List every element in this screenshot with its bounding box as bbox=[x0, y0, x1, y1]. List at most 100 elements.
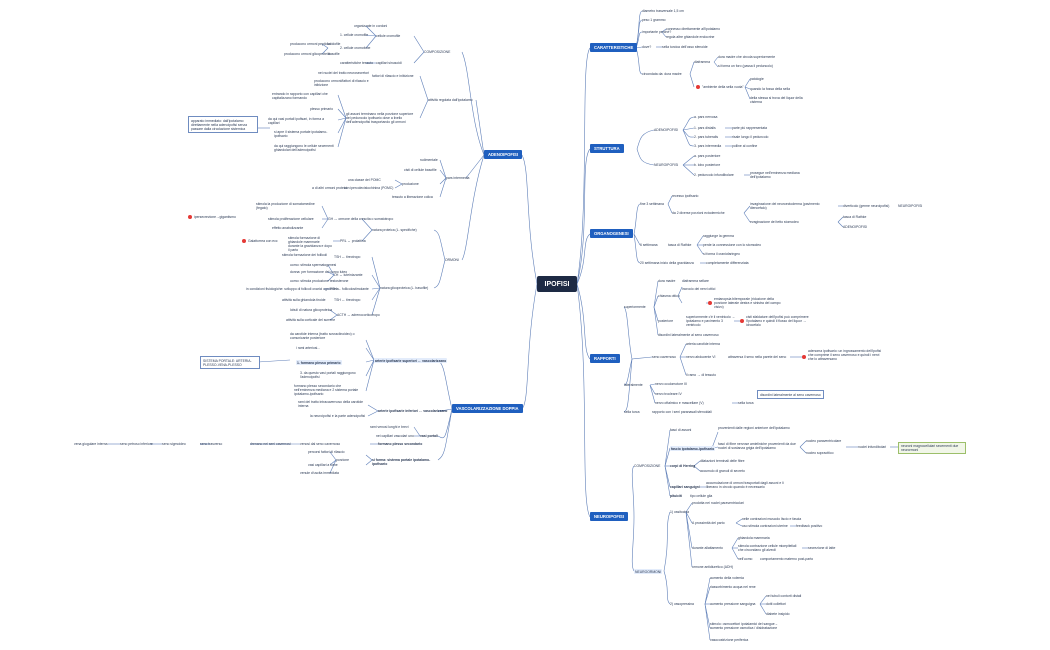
node[interactable]: importante perché? bbox=[642, 30, 672, 34]
node[interactable]: a. pars nervosa bbox=[694, 115, 718, 119]
node[interactable]: disordini lateralmente al seno cavernoso bbox=[658, 333, 719, 337]
node[interactable]: organizzate in cordoni bbox=[354, 24, 388, 28]
branch-vascolarizzazione[interactable]: VASCOLARIZZAZIONE DOPPIA bbox=[452, 404, 523, 413]
node[interactable]: si apre il sistema portale ipotalamo-ipo… bbox=[274, 130, 328, 138]
node[interactable]: a di altri ormoni proteici bbox=[312, 186, 348, 190]
node[interactable]: venule d'uscita immediata bbox=[300, 471, 339, 475]
node[interactable]: NEUROORMONI bbox=[634, 569, 663, 574]
node[interactable]: Galattorrea con ecc bbox=[248, 239, 278, 243]
node[interactable]: diaframma bbox=[694, 60, 711, 64]
node[interactable]: vasi portali bbox=[420, 434, 438, 438]
node[interactable]: dove? bbox=[642, 45, 652, 49]
node[interactable]: stimolo: osmocettori ipotalamici del san… bbox=[710, 622, 779, 630]
node[interactable]: uomo: stimola produzione testosterone bbox=[290, 279, 349, 283]
node[interactable]: dilatazioni terminali delle fibre bbox=[700, 459, 745, 463]
node[interactable]: sella turca bbox=[624, 410, 640, 414]
node[interactable]: 20 settimana inizio della gravidanza bbox=[640, 261, 694, 265]
node[interactable]: da qui raggiungono le cellule secernenti… bbox=[274, 144, 334, 152]
node[interactable]: stimola la produzione di somatomedine (f… bbox=[256, 202, 315, 210]
node[interactable]: evaginazione del tetto stomodeo bbox=[750, 220, 799, 224]
node[interactable]: caratteristiche tessuto bbox=[340, 61, 373, 65]
node[interactable]: prodotta nei nuclei paraventricolari bbox=[692, 501, 744, 505]
node[interactable]: 3. da questo vasi portali raggiungono l'… bbox=[300, 371, 356, 379]
node[interactable]: nei tubuli contorti distali bbox=[766, 594, 802, 598]
node[interactable]: 2. pars tuberalis bbox=[694, 135, 719, 139]
node[interactable]: il ramo → di tessuto bbox=[686, 373, 716, 377]
node[interactable]: 3. pars intermedia bbox=[694, 144, 722, 148]
node[interactable]: uso stimola contrazioni uterine bbox=[742, 524, 788, 528]
node[interactable]: stimola contrazione cellule mioepitelial… bbox=[738, 544, 797, 552]
node[interactable]: fattori di rilascio e inibizione bbox=[372, 74, 414, 78]
branch-neuroipofisi[interactable]: NEUROIPOFISI bbox=[590, 512, 629, 521]
node[interactable]: sella turcica dell'osso sfenoide bbox=[662, 45, 708, 49]
node[interactable]: dotti collettori bbox=[766, 602, 786, 606]
node[interactable]: aumento pressione sanguigna bbox=[710, 602, 756, 606]
node[interactable]: natura glicoproteica (L. basofile) bbox=[380, 286, 429, 290]
node[interactable]: tipo cellule glia bbox=[690, 494, 713, 498]
node[interactable]: formano plesso secondario bbox=[378, 442, 423, 446]
node[interactable]: patologie bbox=[750, 77, 764, 81]
node[interactable]: tasca di Rathke bbox=[843, 215, 867, 219]
node[interactable]: invaginazione del neuroectoderma (pavime… bbox=[750, 202, 820, 210]
node[interactable]: a. pars posteriore bbox=[694, 154, 721, 158]
branch-rapporti[interactable]: RAPPORTI bbox=[590, 354, 620, 363]
node[interactable]: natura proteica (L. specifiche) bbox=[372, 228, 417, 232]
node[interactable]: nell'uomo bbox=[738, 557, 753, 561]
node[interactable]: fasci di assoni bbox=[670, 428, 692, 432]
node[interactable]: producono ormoni/fattori di rilascio e i… bbox=[314, 79, 369, 87]
node[interactable]: ipersecrezione→gigantismo bbox=[194, 215, 236, 219]
node[interactable]: rami venosi lunghi e brevi bbox=[370, 425, 409, 429]
node[interactable]: attività regolata dall'ipotalamo bbox=[428, 98, 473, 102]
node[interactable]: i rami arteriosi... bbox=[296, 346, 321, 350]
node[interactable]: ormone antidiuretico (ADH) bbox=[692, 565, 734, 569]
node[interactable]: formano plesso secondario che nell'emine… bbox=[294, 384, 359, 396]
node[interactable]: arterie ipofisarie superiori ↔ vascolari… bbox=[374, 358, 448, 363]
node[interactable]: entrando in rapporto con capillari che c… bbox=[272, 92, 328, 100]
node[interactable]: NEUROIPOFISI bbox=[898, 204, 923, 208]
node[interactable]: lateralmente bbox=[624, 383, 643, 387]
node[interactable]: si forma un foro (passa il peduncolo) bbox=[718, 64, 773, 68]
node[interactable]: fascio ipotalamo-ipofisario bbox=[670, 446, 716, 451]
node[interactable]: emianopsia bitemporale (riduzione della … bbox=[714, 297, 781, 309]
node[interactable]: effetto anabolizzante bbox=[272, 226, 304, 230]
node[interactable]: nelle contrazioni muscolo liscio e fasci… bbox=[742, 517, 802, 521]
node[interactable]: seno cavernoso bbox=[652, 355, 676, 359]
node[interactable]: acidofile bbox=[328, 42, 341, 46]
node[interactable]: stimola formazione dei follicoli bbox=[282, 253, 328, 257]
node[interactable]: basofile bbox=[328, 52, 340, 56]
node[interactable]: raggiunge la gemma bbox=[703, 234, 734, 238]
node[interactable]: nucleo sopraottico bbox=[806, 451, 834, 455]
note-box[interactable]: neuroni magnocellulari secernenti due ne… bbox=[898, 442, 966, 454]
node[interactable]: peso 1 grammo bbox=[642, 18, 666, 22]
node[interactable]: completamente differenziata bbox=[706, 261, 749, 265]
node[interactable]: 1. formano plesso primario bbox=[296, 360, 342, 365]
node[interactable]: percorsi fattori di rilascio bbox=[308, 450, 345, 454]
node[interactable]: NEUROIPOFISI bbox=[654, 163, 679, 167]
node[interactable]: fine 3 settimana bbox=[640, 202, 664, 206]
node[interactable]: porzione bbox=[336, 458, 350, 462]
node[interactable]: producono ormoni peptidici bbox=[290, 42, 331, 46]
node[interactable]: con ipercolecistochinina (POMC) bbox=[344, 186, 394, 190]
node[interactable]: arterie ipofisarie inferiori ↔ vascolari… bbox=[378, 409, 448, 413]
node[interactable]: incrocio dei nervi ottici bbox=[682, 287, 716, 291]
branch-adenoipofisi[interactable]: ADENOIPOFISI bbox=[484, 150, 523, 159]
node[interactable]: sella turca bbox=[738, 401, 754, 405]
node[interactable]: diverticolo (germe neuroipofisi) bbox=[843, 204, 890, 208]
node[interactable]: TSH ↔ tireotropo bbox=[334, 255, 361, 259]
node[interactable]: parte più rappresentata bbox=[732, 126, 768, 130]
callout-box[interactable]: SISTEMA PORTALE: ARTERIA-PLESSO-VENA-PLE… bbox=[200, 356, 260, 369]
node[interactable]: recesso ipofisario bbox=[672, 194, 699, 198]
node[interactable]: cisti di cellule basofile bbox=[404, 168, 437, 172]
node[interactable]: quando la fossa della sella bbox=[750, 87, 790, 91]
node[interactable]: venosi dal seno cavernoso bbox=[300, 442, 341, 446]
root-node[interactable]: IPOFISI bbox=[537, 276, 577, 292]
node[interactable]: superiormente bbox=[624, 305, 646, 309]
node[interactable]: nervo abducente VI bbox=[686, 355, 716, 359]
node[interactable]: nuclei infundibolari bbox=[858, 445, 887, 449]
node[interactable]: secrezione di latte bbox=[808, 546, 836, 550]
node[interactable]: una classe del POMC bbox=[348, 178, 381, 182]
node[interactable]: 1) ossitocina bbox=[670, 510, 690, 514]
node[interactable]: riassorbimento acqua nel rene bbox=[710, 585, 756, 589]
node[interactable]: connesso direttamente all'ipotalamo bbox=[666, 27, 720, 31]
node[interactable]: 1. cellule cromofile bbox=[340, 33, 369, 37]
